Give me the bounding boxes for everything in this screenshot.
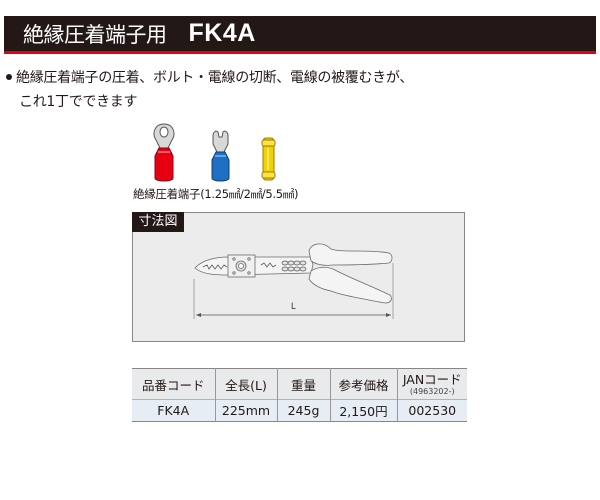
col-header-length: 全長(L) <box>215 368 278 400</box>
model-number: FK4A <box>188 19 256 47</box>
bullet-icon <box>6 74 12 80</box>
description-line-2: これ1丁でできます <box>19 94 138 110</box>
table-header-row: 品番コード 全長(L) 重量 参考価格 JANコード (4963202-) <box>132 368 467 400</box>
table-row: FK4A 225mm 245g 2,150円 002530 <box>132 399 467 422</box>
description-line-1: 絶縁圧着端子の圧着、ボルト・電線の切断、電線の被覆むきが、 <box>16 70 414 86</box>
dimension-diagram: 寸法図 L <box>132 212 465 342</box>
cell-jan: 002530 <box>408 403 457 418</box>
terminals-caption: 絶縁圧着端子(1.25㎟/2㎟/5.5㎟) <box>133 187 299 201</box>
title-bar: 絶縁圧着端子用 FK4A <box>4 16 596 54</box>
dimension-diagram-label: 寸法図 <box>132 212 184 232</box>
pliers-drawing-icon: L <box>193 243 394 319</box>
spec-table: 品番コード 全長(L) 重量 参考価格 JANコード (4963202-) FK… <box>132 368 467 422</box>
butt-splice-icon <box>261 137 276 181</box>
ring-terminal-icon <box>153 123 175 182</box>
product-description: 絶縁圧着端子の圧着、ボルト・電線の切断、電線の被覆むきが、 これ1丁でできます <box>5 66 413 114</box>
terminals-illustration <box>153 123 276 182</box>
cell-length: 225mm <box>215 399 278 422</box>
spade-terminal-icon <box>211 130 230 182</box>
page-title: 絶縁圧着端子用 <box>23 22 167 47</box>
cell-weight: 245g <box>277 399 331 422</box>
cell-product-code: FK4A <box>132 399 216 422</box>
dimension-letter: L <box>291 301 296 311</box>
col-header-jan: JANコード (4963202-) <box>397 369 467 400</box>
col-header-price: 参考価格 <box>330 368 398 400</box>
col-header-weight: 重量 <box>277 368 331 400</box>
jan-prefix: (4963202-) <box>409 386 455 396</box>
cell-price: 2,150円 <box>330 399 398 422</box>
col-header-product-code: 品番コード <box>132 368 216 400</box>
